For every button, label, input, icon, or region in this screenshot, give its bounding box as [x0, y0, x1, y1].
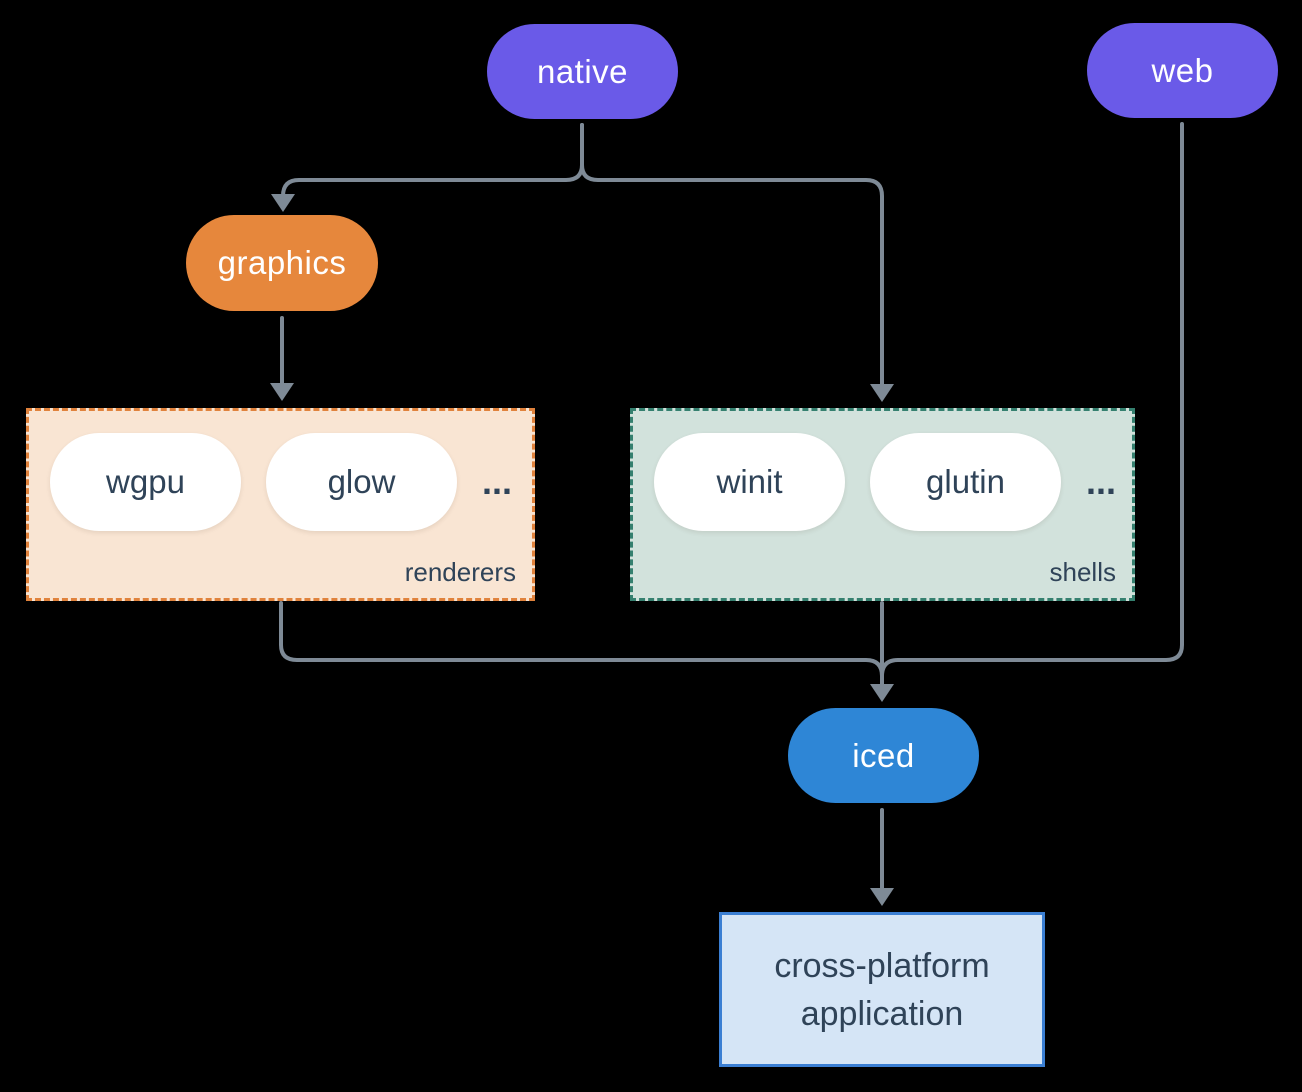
node-wgpu: wgpu	[50, 433, 241, 531]
arrowhead-renderers	[270, 383, 294, 401]
arrowhead-graphics	[271, 194, 295, 212]
node-iced-label: iced	[852, 736, 915, 774]
node-web: web	[1087, 23, 1278, 118]
shells-ellipsis: ...	[1086, 461, 1117, 502]
app-label-line2: application	[800, 994, 964, 1033]
node-glow-label: glow	[327, 463, 396, 500]
edge-native-to-shells	[580, 123, 884, 387]
arrowhead-app	[870, 888, 894, 906]
node-graphics: graphics	[186, 215, 378, 311]
renderers-ellipsis: ...	[482, 461, 513, 502]
group-shells-label: shells	[1049, 557, 1116, 587]
node-graphics-label: graphics	[217, 244, 347, 281]
app-label-line1: cross-platform	[774, 946, 990, 985]
group-renderers: wgpu glow ... renderers	[26, 408, 535, 601]
node-glutin-label: glutin	[926, 463, 1005, 500]
group-shells-row: winit glutin ...	[633, 411, 1132, 531]
node-native: native	[487, 24, 678, 119]
node-iced: iced	[788, 708, 979, 803]
node-wgpu-label: wgpu	[106, 463, 185, 500]
node-cross-platform-application: cross-platform application	[719, 912, 1045, 1067]
node-winit: winit	[654, 433, 845, 531]
arrowhead-shells	[870, 384, 894, 402]
group-renderers-label: renderers	[404, 557, 516, 587]
edge-native-to-graphics	[281, 123, 584, 198]
arrowhead-iced	[870, 684, 894, 702]
node-web-label: web	[1151, 51, 1214, 89]
node-glow: glow	[266, 433, 457, 531]
group-shells: winit glutin ... shells	[630, 408, 1135, 601]
node-native-label: native	[536, 52, 629, 90]
node-glutin: glutin	[870, 433, 1061, 531]
group-renderers-row: wgpu glow ...	[29, 411, 532, 531]
edge-renderers-to-iced	[279, 601, 884, 678]
node-winit-label: winit	[716, 463, 783, 500]
